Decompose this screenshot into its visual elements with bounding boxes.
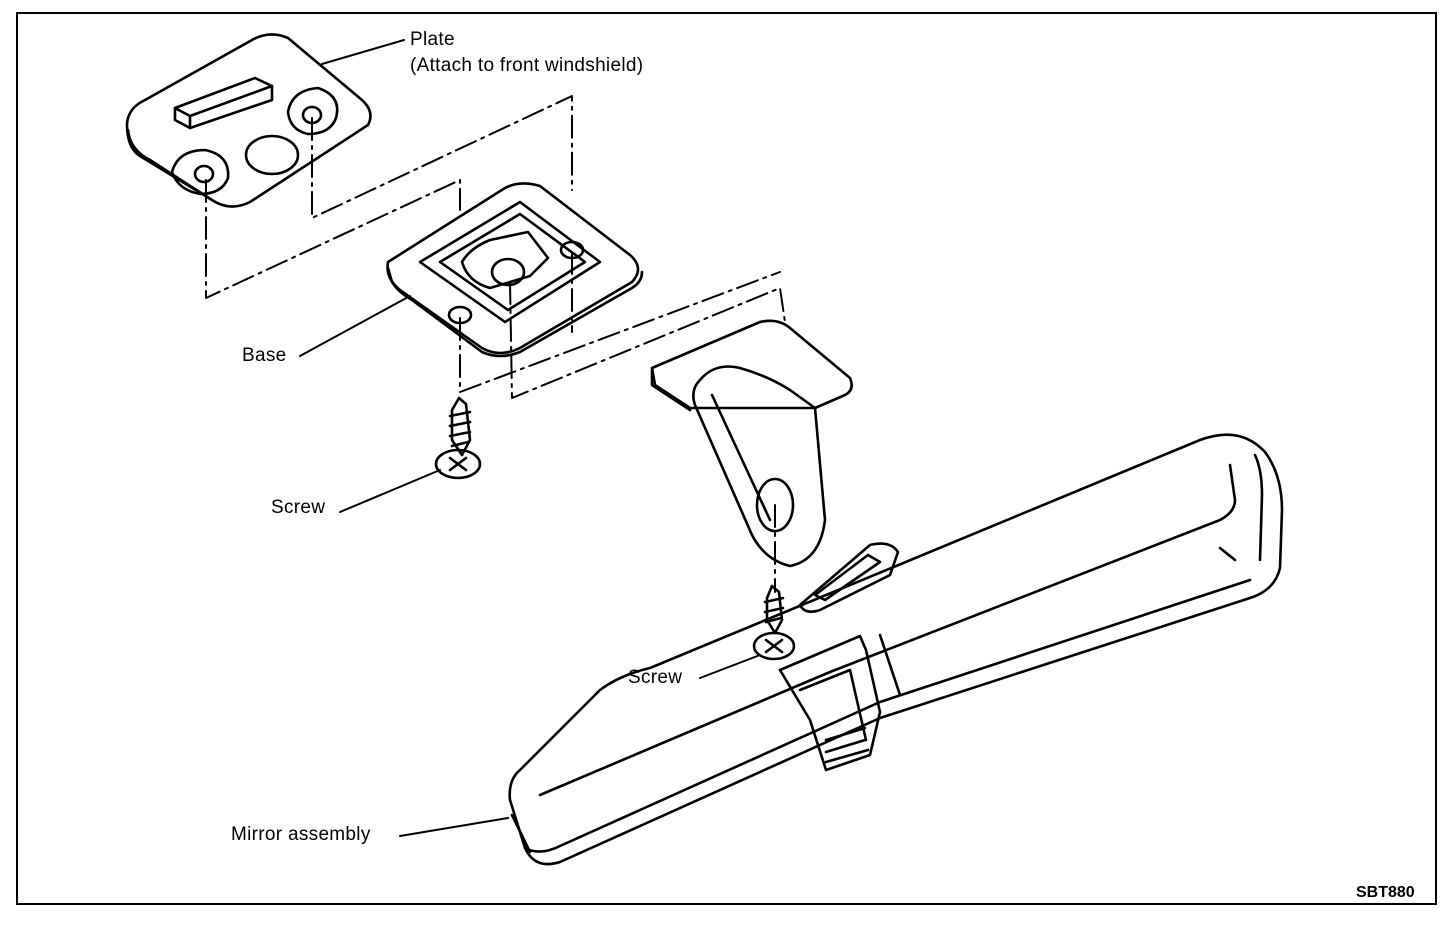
plate-screw-hole-left [193, 164, 215, 184]
plate-attach-note: (Attach to front windshield) [410, 55, 644, 76]
mirror-assembly-label: Mirror assembly [231, 824, 371, 845]
screw-upper-label: Screw [271, 497, 326, 518]
plate-center-hole [244, 134, 300, 176]
diagram-frame [16, 12, 1437, 905]
plate-label: Plate [410, 29, 455, 50]
screw-lower-label: Screw [628, 667, 683, 688]
lower-screw-part [752, 584, 796, 661]
base-part [386, 182, 644, 358]
leader-lines [299, 39, 761, 837]
alignment-lines [205, 95, 786, 593]
upper-screw-part [434, 396, 482, 480]
base-label: Base [242, 345, 287, 366]
mirror-body-part [508, 433, 1284, 866]
figure-code: SBT880 [1356, 884, 1415, 901]
plate-part [125, 33, 372, 208]
base-center-stud [490, 257, 526, 287]
mirror-stay-part [650, 319, 900, 613]
